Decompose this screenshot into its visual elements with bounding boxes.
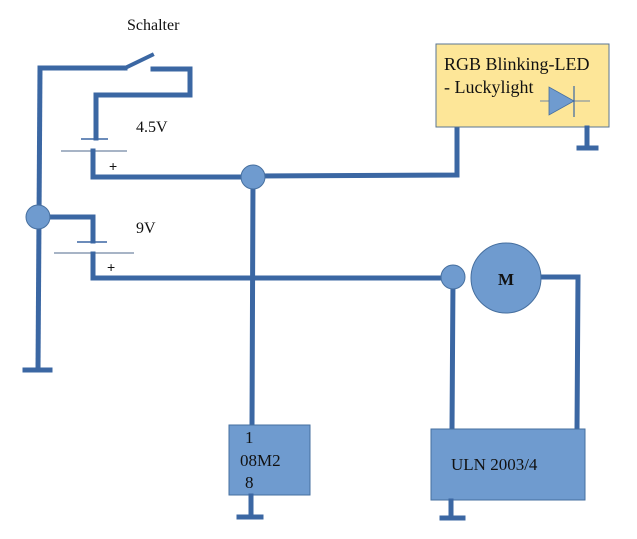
motor-symbol [470,242,542,314]
switch-arm [122,52,155,71]
battery1-plus-label: + [109,158,117,174]
microcontroller-name: 08M2 [240,451,281,470]
wire-motor-right [537,274,581,433]
switch-label: Schalter [127,17,180,34]
wire-battery2-negative [35,214,96,244]
microcontroller-pin1: 1 [245,428,254,447]
motor-label: M [498,270,514,289]
led-module-box [435,43,610,128]
battery2-voltage-label: 9V [136,220,156,237]
driver-label: ULN 2003/4 [451,455,538,474]
junction-node-motor [440,264,466,290]
diode-icon [540,86,590,117]
microcontroller-box [228,424,311,496]
wire-battery2-positive [90,251,458,281]
wire-switch-return [93,66,193,141]
wire-to-microcontroller [249,174,256,429]
wire-to-led [250,125,460,179]
junction-node-top [240,164,266,190]
microcontroller-pin8: 8 [245,473,254,492]
led-module-line1: RGB Blinking-LED [444,54,590,74]
driver-box [430,428,586,501]
led-module-line2: - Luckylight [444,77,533,97]
wire-battery1-positive [90,148,256,180]
battery1-voltage-label: 4.5V [136,119,168,136]
battery2-plus-label: + [107,259,115,275]
wire-motor-to-driver [449,275,456,433]
junction-node-left [25,204,51,230]
